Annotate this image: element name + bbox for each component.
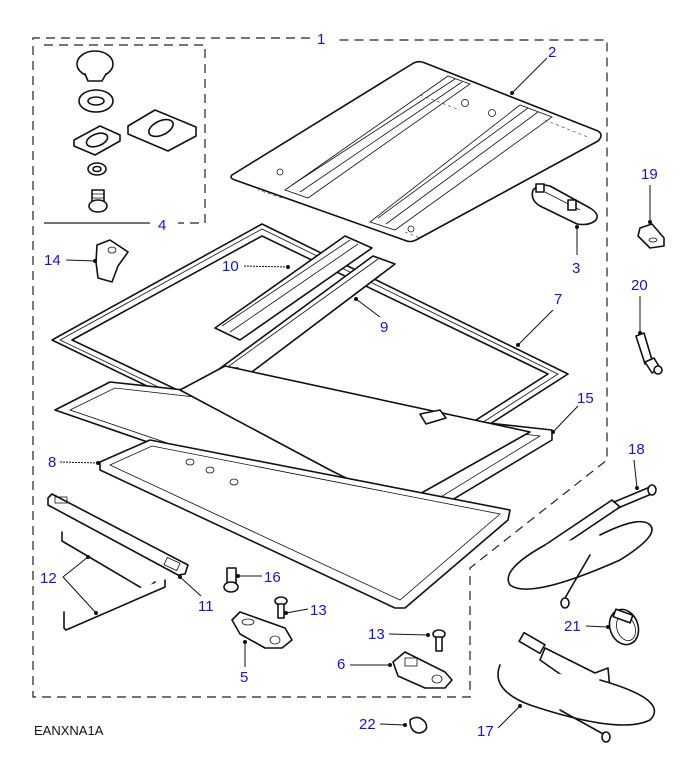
drain-tube-18 <box>507 484 657 609</box>
assembly-boundary <box>32 37 608 698</box>
bracket <box>637 223 665 249</box>
drain-tube-17 <box>497 631 656 743</box>
screw-13-right <box>432 629 446 652</box>
screw-13-left <box>274 596 288 619</box>
callout-5: 5 <box>240 669 248 686</box>
callout-13-left: 13 <box>310 602 327 619</box>
connector <box>635 332 663 375</box>
handle <box>531 183 598 226</box>
hinge-bracket-5 <box>231 611 293 649</box>
fixing-kit-parts <box>73 50 197 213</box>
clip-14 <box>95 239 129 283</box>
callout-19: 19 <box>641 166 658 183</box>
callout-11: 11 <box>198 598 214 615</box>
callout-21: 21 <box>564 618 581 635</box>
clip-22 <box>409 716 428 734</box>
screw-16 <box>223 567 239 593</box>
callout-18: 18 <box>628 441 645 458</box>
callout-12: 12 <box>40 570 57 587</box>
fixing-kit-boundary <box>44 44 206 224</box>
callout-3: 3 <box>572 260 580 277</box>
callout-22: 22 <box>359 716 376 733</box>
callout-2: 2 <box>548 44 556 61</box>
drawing-code: EANXNA1A <box>34 723 104 738</box>
callout-15: 15 <box>577 390 594 407</box>
leader-lines <box>59 57 652 729</box>
frame <box>99 439 511 609</box>
hinge-bracket-6 <box>392 651 453 689</box>
deflector-strip <box>47 493 189 576</box>
callout-13-right: 13 <box>368 626 385 643</box>
callout-20: 20 <box>631 277 648 294</box>
callout-1: 1 <box>317 31 325 48</box>
callout-8: 8 <box>48 454 56 471</box>
sunroof-panel <box>230 60 602 243</box>
hose-clip-21 <box>608 608 640 646</box>
callout-14: 14 <box>44 252 61 269</box>
callout-17: 17 <box>477 723 494 740</box>
callout-9: 9 <box>380 319 388 336</box>
rail-10 <box>214 235 373 341</box>
callout-10: 10 <box>222 258 239 275</box>
callout-labels: 1 2 3 4 5 6 7 8 9 10 11 12 13 13 14 15 1… <box>40 31 658 740</box>
wire-rods <box>61 531 166 631</box>
callout-7: 7 <box>554 291 562 308</box>
callout-4: 4 <box>158 217 166 234</box>
callout-6: 6 <box>337 656 345 673</box>
trim-frame <box>54 365 553 531</box>
callout-16: 16 <box>264 569 281 586</box>
